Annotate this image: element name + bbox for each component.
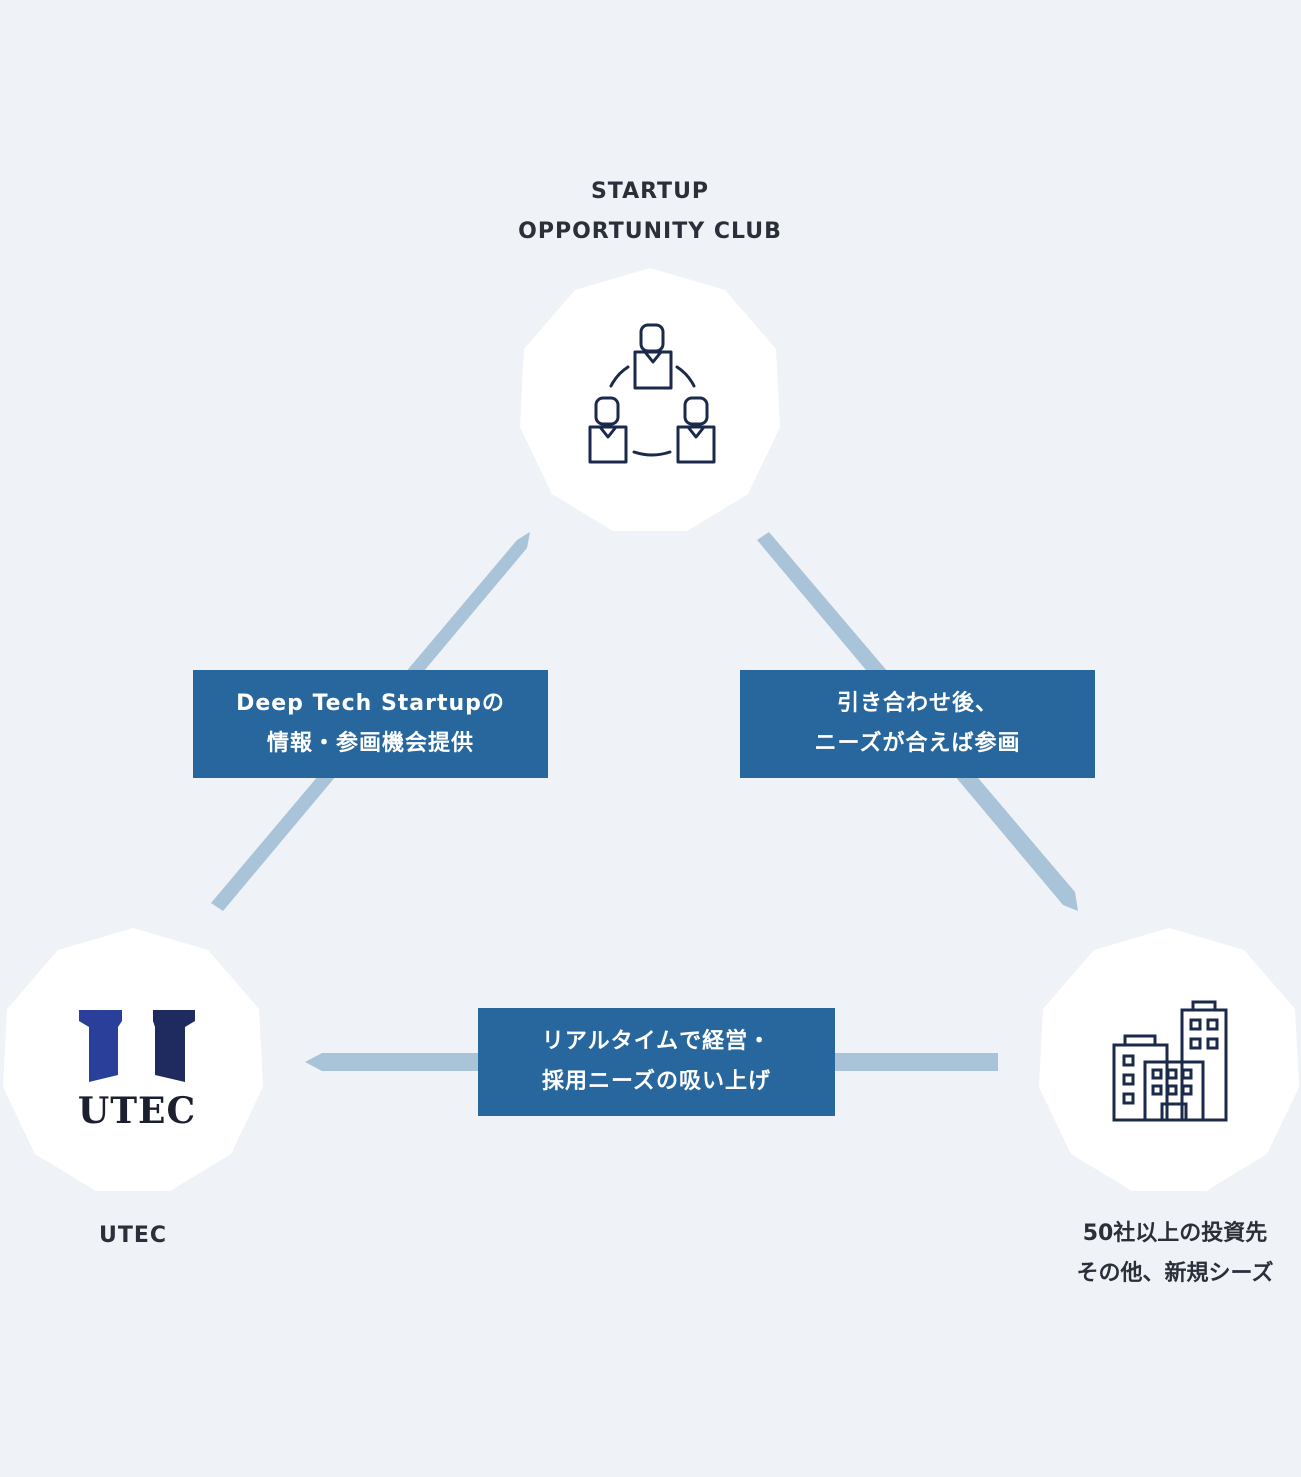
flow-box-matching-line1: 引き合わせ後、	[836, 691, 998, 716]
label-utec: UTEC	[33, 1216, 233, 1256]
node-utec-shape	[3, 928, 263, 1191]
node-startup-club-shape	[520, 268, 780, 531]
label-startup-club-line2: OPPORTUNITY CLUB	[518, 219, 782, 244]
people-network-icon	[588, 323, 716, 464]
utec-logo	[79, 1010, 195, 1082]
flow-box-needs-collection-line1: リアルタイムで経営・	[541, 1029, 772, 1054]
label-startup-club: STARTUP OPPORTUNITY CLUB	[450, 172, 850, 252]
flow-box-needs-collection-line2: 採用ニーズの吸い上げ	[542, 1069, 771, 1094]
utec-logo-text: UTEC	[77, 1090, 197, 1132]
node-startup-club	[520, 268, 780, 531]
label-investees-line2: その他、新規シーズ	[1076, 1261, 1274, 1286]
flow-box-info-provision: Deep Tech Startupの 情報・参画機会提供	[193, 670, 548, 778]
label-startup-club-line1: STARTUP	[590, 179, 710, 204]
label-investees: 50社以上の投資先 その他、新規シーズ	[1050, 1214, 1300, 1294]
flow-box-info-provision-line2: 情報・参画機会提供	[266, 731, 474, 756]
flow-box-matching: 引き合わせ後、 ニーズが合えば参画	[740, 670, 1095, 778]
flow-box-info-provision-line1: Deep Tech Startupの	[236, 691, 505, 716]
label-utec-text: UTEC	[98, 1223, 168, 1248]
label-investees-line1: 50社以上の投資先	[1082, 1221, 1268, 1246]
node-investees-shape	[1039, 928, 1299, 1191]
node-utec	[3, 928, 263, 1191]
node-investees	[1039, 928, 1299, 1191]
flow-box-needs-collection: リアルタイムで経営・ 採用ニーズの吸い上げ	[478, 1008, 835, 1116]
flow-box-matching-line2: ニーズが合えば参画	[814, 731, 1021, 756]
office-buildings-icon	[1112, 1000, 1228, 1122]
